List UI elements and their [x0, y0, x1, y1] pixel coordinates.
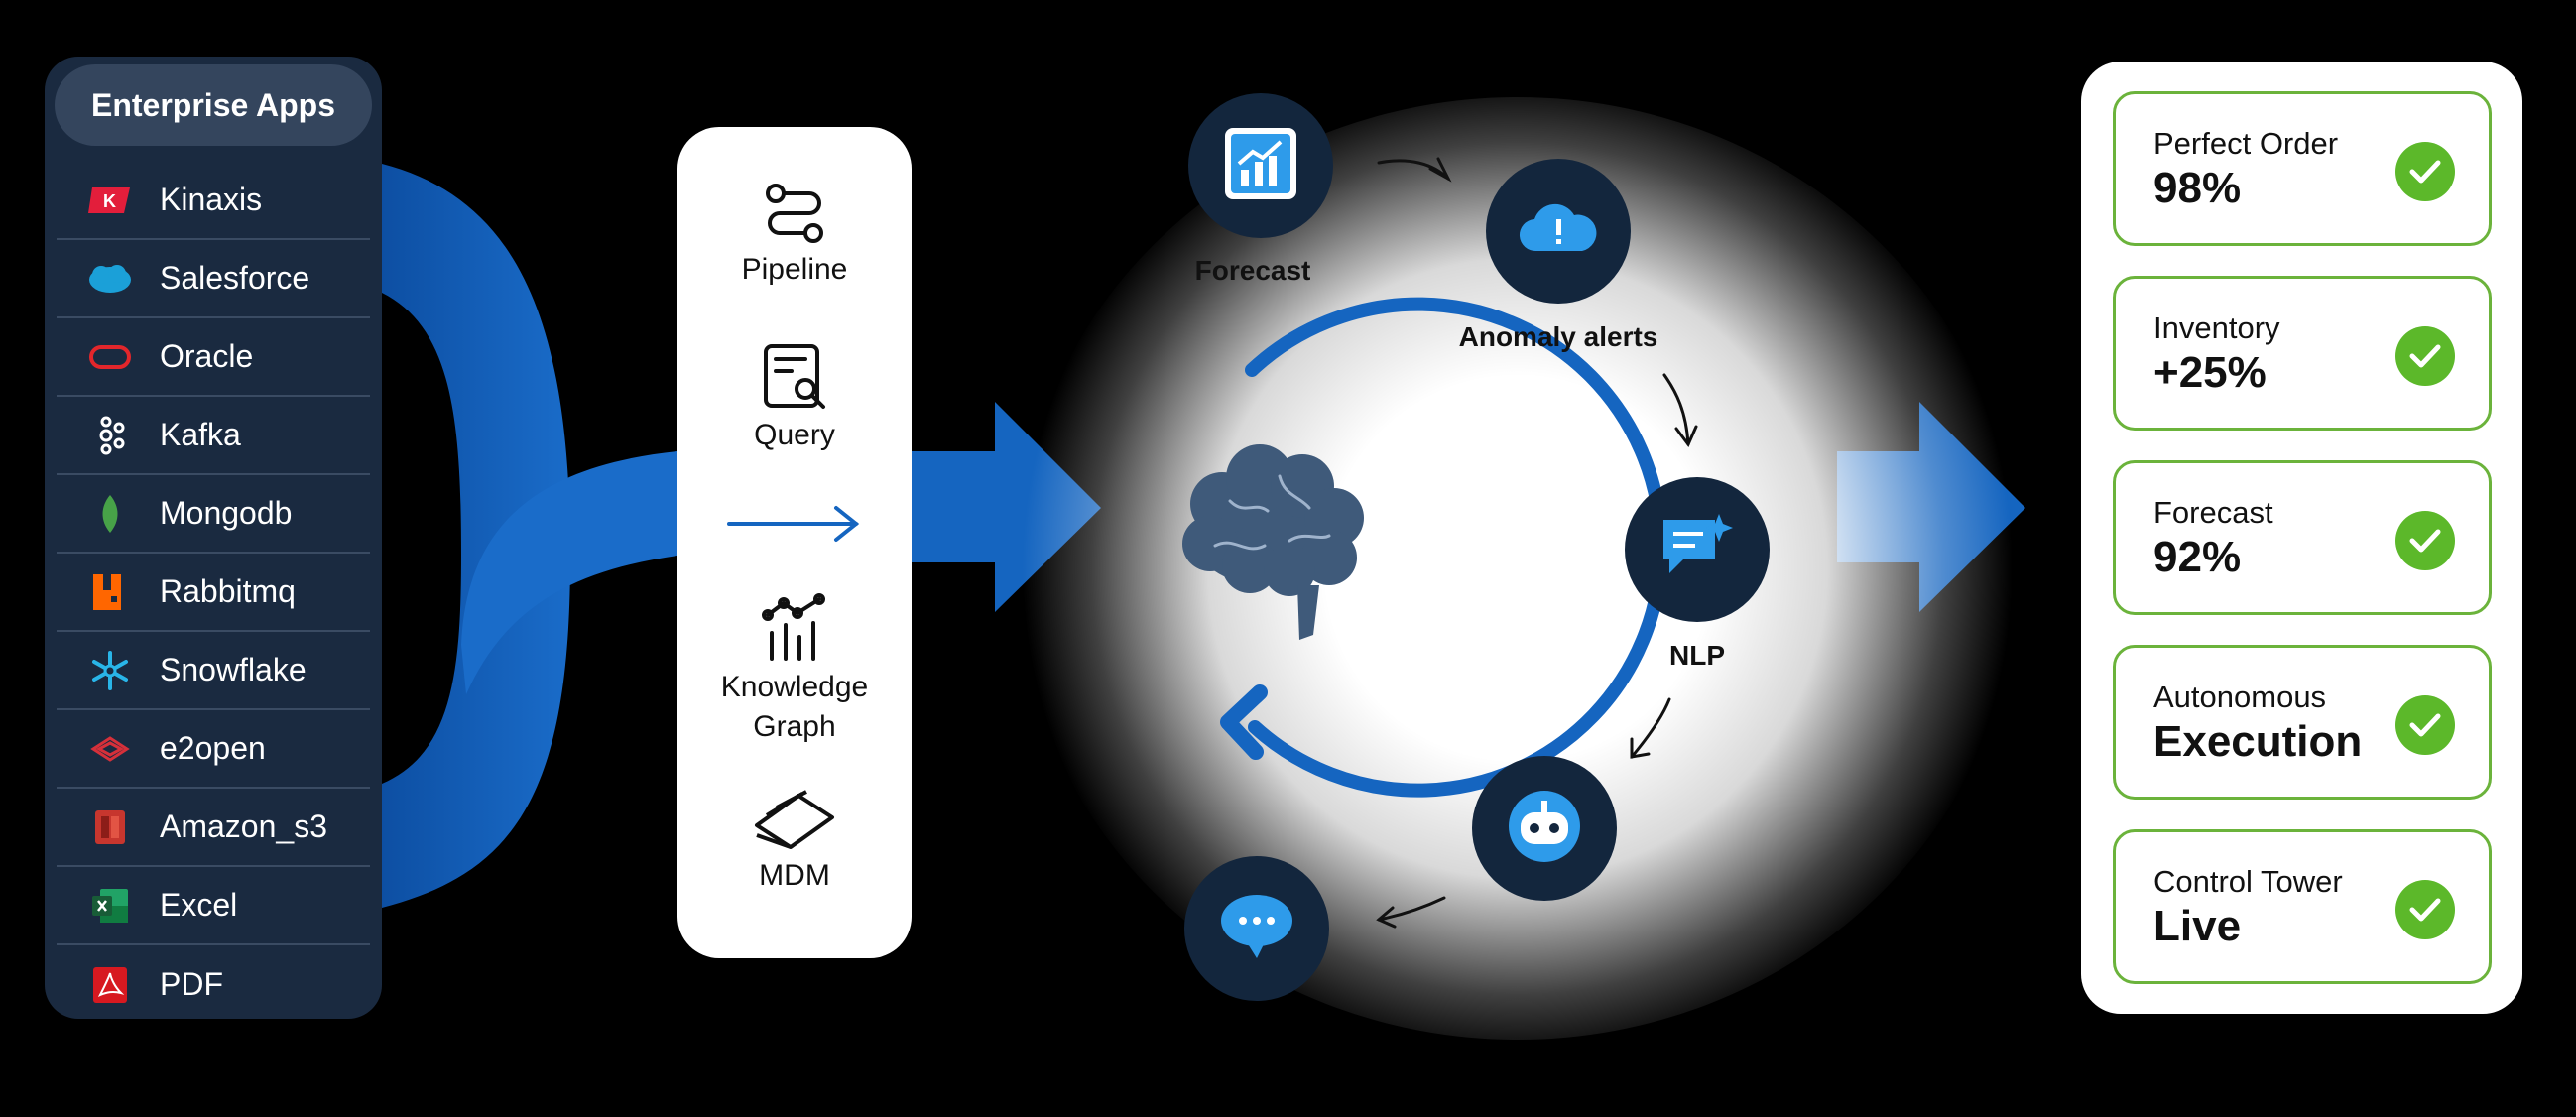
metrics-card: Perfect Order 98% Inventory +25% Forecas…	[2081, 62, 2522, 1014]
metric-inventory: Inventory +25%	[2113, 276, 2492, 431]
anomaly-alerts-node[interactable]	[1486, 159, 1631, 304]
check-icon	[2395, 880, 2455, 939]
amazon-s3-icon	[84, 802, 136, 853]
check-icon	[2395, 695, 2455, 755]
app-label-kinaxis: Kinaxis	[160, 182, 263, 217]
metric-value: 98%	[2153, 164, 2242, 212]
query-icon	[762, 343, 827, 416]
brain-icon	[1182, 444, 1364, 640]
svg-text:K: K	[103, 191, 116, 211]
app-item-salesforce[interactable]: Salesforce	[57, 240, 370, 318]
check-icon	[2395, 142, 2455, 201]
query-step[interactable]: Query	[677, 343, 912, 455]
app-item-kafka[interactable]: Kafka	[57, 397, 370, 475]
app-label-snowflake: Snowflake	[160, 652, 307, 687]
flow-arrow	[677, 504, 912, 544]
app-label-pdf: PDF	[160, 966, 223, 1002]
app-label-rabbitmq: Rabbitmq	[160, 573, 296, 609]
inner-flow-band	[461, 451, 677, 694]
forecast-node[interactable]	[1188, 93, 1333, 238]
chat-sparkle-icon	[1657, 510, 1737, 590]
knowledge-graph-icon	[762, 593, 827, 668]
metric-control-tower: Control Tower Live	[2113, 829, 2492, 984]
snowflake-icon	[84, 645, 136, 696]
pipeline-icon	[762, 182, 827, 250]
mdm-step[interactable]: MDM	[677, 790, 912, 896]
metric-title: Control Tower	[2153, 864, 2343, 899]
rabbitmq-icon	[84, 566, 136, 618]
bot-node[interactable]	[1472, 756, 1617, 901]
arrow-process-to-loop	[912, 402, 1101, 612]
pdf-icon	[84, 959, 136, 1011]
app-label-mongodb: Mongodb	[160, 495, 293, 531]
app-item-mongodb[interactable]: Mongodb	[57, 475, 370, 554]
metric-autonomous-execution: Autonomous Execution	[2113, 645, 2492, 800]
cycle-arrowhead	[1220, 684, 1268, 760]
enterprise-apps-header: Enterprise Apps	[55, 64, 372, 146]
app-item-e2open[interactable]: e2open	[57, 710, 370, 789]
app-label-excel: Excel	[160, 887, 238, 923]
check-icon	[2395, 511, 2455, 570]
app-label-amazon-s3: Amazon_s3	[160, 808, 327, 844]
process-card: Pipeline Query Knowledge Graph MDM	[677, 127, 912, 958]
metric-forecast: Forecast 92%	[2113, 460, 2492, 615]
outer-flow-band	[382, 164, 570, 908]
excel-icon	[84, 880, 136, 931]
chat-node[interactable]	[1184, 856, 1329, 1001]
app-label-oracle: Oracle	[160, 338, 254, 374]
enterprise-apps-panel: Enterprise Apps K Kinaxis Salesforce Ora…	[45, 57, 382, 1019]
forecast-chart-icon	[1223, 126, 1298, 206]
metric-title: Perfect Order	[2153, 126, 2339, 161]
metric-value: Live	[2153, 902, 2242, 950]
kafka-icon	[84, 410, 136, 461]
chat-bubble-icon	[1217, 891, 1296, 967]
nlp-node[interactable]	[1625, 477, 1770, 622]
forecast-node-label: Forecast	[1194, 255, 1311, 286]
app-item-oracle[interactable]: Oracle	[57, 318, 370, 397]
app-item-kinaxis[interactable]: K Kinaxis	[57, 162, 370, 240]
pipeline-label: Pipeline	[741, 253, 848, 286]
salesforce-icon	[84, 253, 136, 305]
app-item-snowflake[interactable]: Snowflake	[57, 632, 370, 710]
app-item-pdf[interactable]: PDF	[57, 945, 370, 1024]
knowledge-graph-step[interactable]: Knowledge Graph	[677, 593, 912, 747]
app-item-rabbitmq[interactable]: Rabbitmq	[57, 554, 370, 632]
metric-perfect-order: Perfect Order 98%	[2113, 91, 2492, 246]
app-item-excel[interactable]: Excel	[57, 867, 370, 945]
knowledge-graph-label-line2: Graph	[753, 710, 836, 743]
metric-title: Autonomous	[2153, 680, 2327, 714]
app-label-kafka: Kafka	[160, 417, 241, 452]
metric-value: +25%	[2153, 348, 2267, 397]
app-label-salesforce: Salesforce	[160, 260, 310, 296]
metric-value: 92%	[2153, 533, 2242, 581]
app-item-amazon-s3[interactable]: Amazon_s3	[57, 789, 370, 867]
mdm-label: MDM	[759, 859, 830, 892]
metric-value: Execution	[2153, 717, 2363, 766]
mongodb-icon	[84, 488, 136, 540]
kinaxis-icon: K	[84, 175, 136, 226]
e2open-icon	[84, 723, 136, 775]
cloud-alert-icon	[1519, 201, 1598, 262]
anomaly-alerts-node-label: Anomaly alerts	[1458, 321, 1658, 352]
pipeline-step[interactable]: Pipeline	[677, 182, 912, 290]
app-label-e2open: e2open	[160, 730, 266, 766]
query-label: Query	[754, 419, 835, 451]
check-icon	[2395, 326, 2455, 386]
nlp-node-label: NLP	[1669, 640, 1725, 671]
metric-title: Inventory	[2153, 310, 2280, 345]
metric-title: Forecast	[2153, 495, 2273, 530]
knowledge-graph-label-line1: Knowledge	[720, 671, 869, 703]
robot-icon	[1507, 789, 1582, 869]
mdm-icon	[753, 790, 836, 856]
oracle-icon	[84, 331, 136, 383]
